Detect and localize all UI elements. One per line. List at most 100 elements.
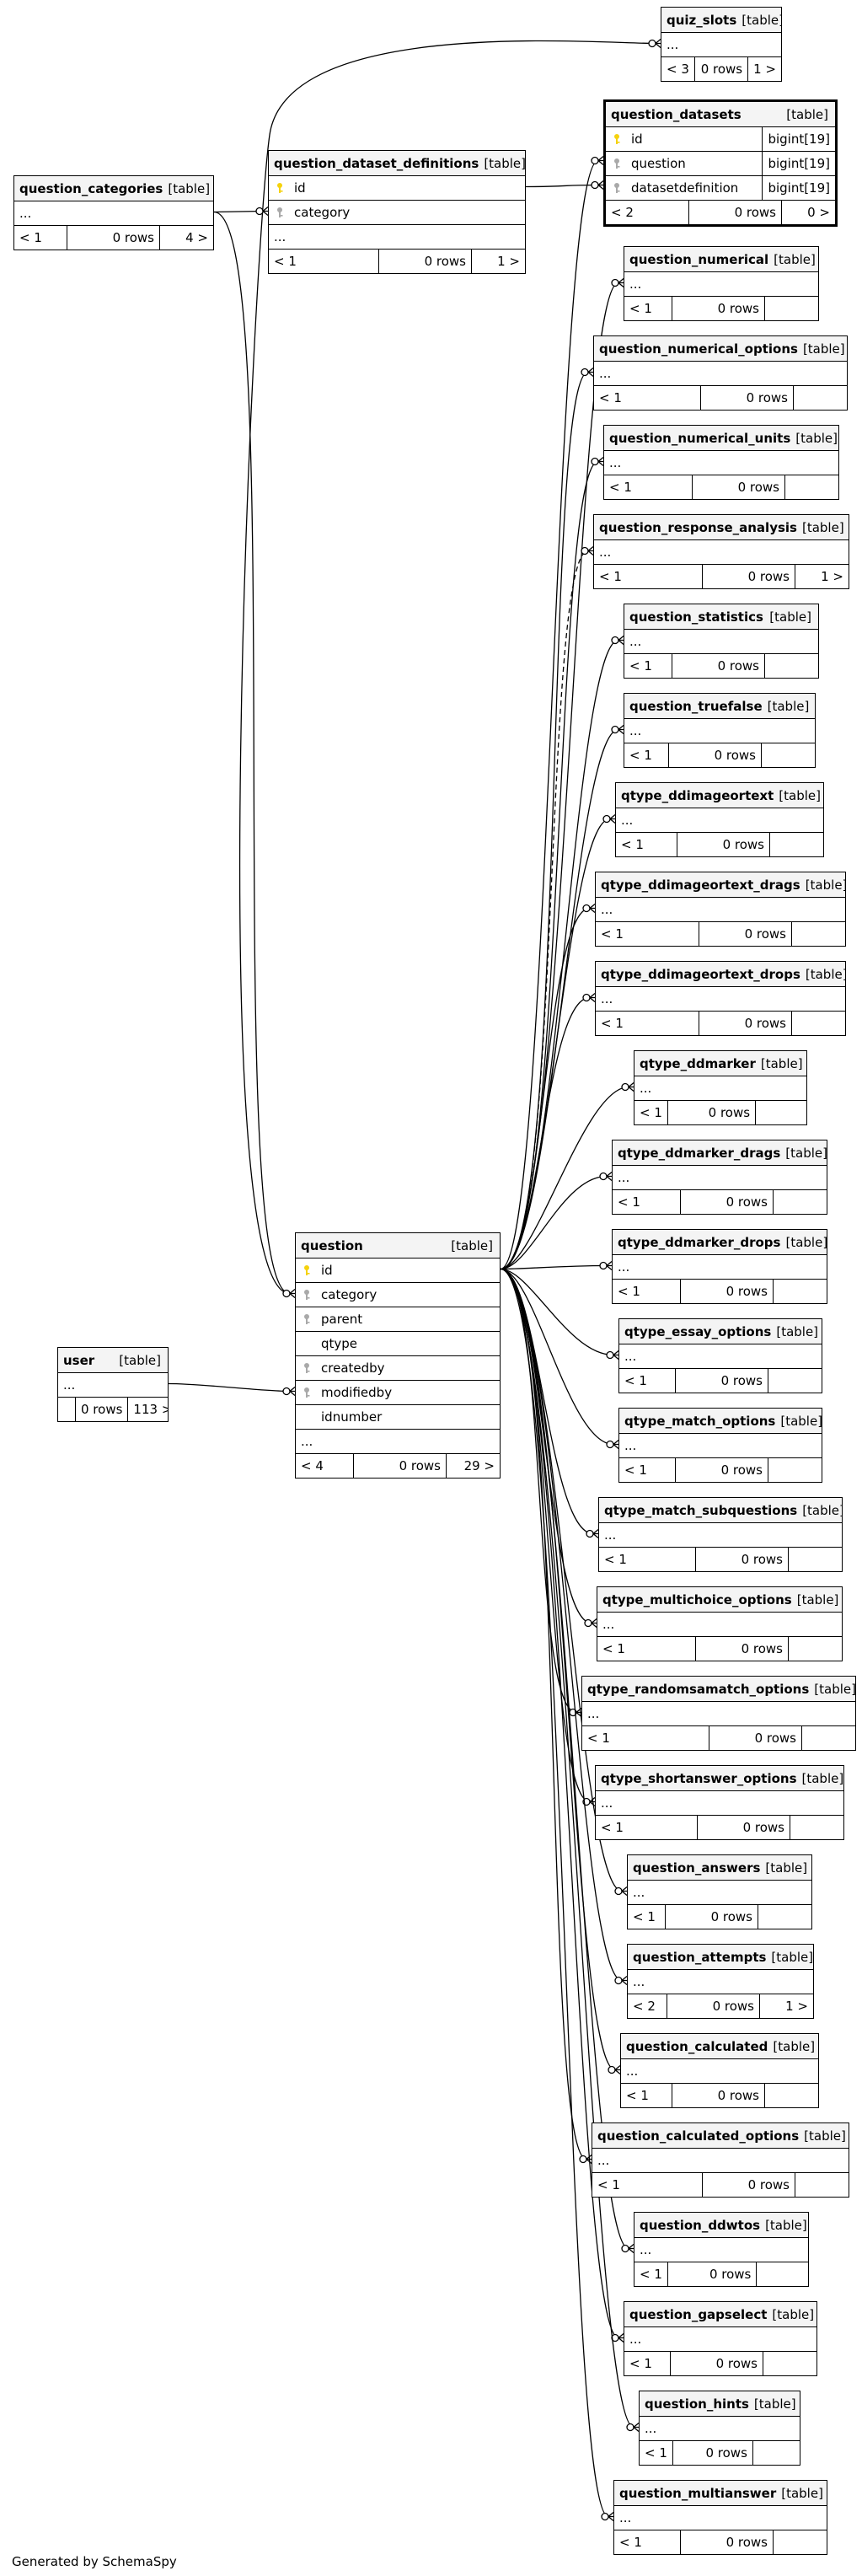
column-row[interactable]: parent [296,1307,500,1331]
table-name[interactable]: qtype_ddimageortext_drags [601,877,800,893]
relation-question-to-qtype-match-options[interactable] [500,1268,619,1449]
table-name[interactable]: qtype_ddimageortext [621,787,774,803]
table-name[interactable]: question_calculated_options [597,2128,800,2144]
table-name[interactable]: question_calculated [626,2038,768,2054]
table-name[interactable]: question_numerical [629,251,769,267]
table-name[interactable]: question_truefalse [629,698,763,714]
relation-question-dataset-definitions-to-question-datasets[interactable] [525,180,604,190]
column-row[interactable]: modifiedby [296,1380,500,1404]
table-qtype-randomsamatch-options[interactable]: qtype_randomsamatch_options[table]...< 1… [581,1676,856,1751]
column-row[interactable]: createdby [296,1355,500,1380]
table-question-calculated-options[interactable]: question_calculated_options[table]...< 1… [592,2123,849,2198]
relation-question-to-question-hints[interactable] [500,1268,640,2432]
table-name[interactable]: question_numerical_options [599,341,798,357]
table-name[interactable]: user [63,1352,95,1368]
relation-question-to-question-calculated[interactable] [500,1268,621,2074]
relation-question-to-quiz-slots[interactable] [238,39,661,1295]
table-name[interactable]: question_numerical_units [609,430,791,446]
table-name[interactable]: question_hints [645,2396,749,2412]
table-name[interactable]: question_answers [633,1860,761,1876]
table-name[interactable]: question_statistics [629,609,763,625]
column-row[interactable]: id [296,1258,500,1282]
table-type-label: [table] [795,430,838,446]
relation-question-to-question-datasets[interactable] [500,156,604,1270]
column-row[interactable]: id [269,175,525,200]
relation-user-to-question[interactable] [168,1382,296,1396]
table-name[interactable]: qtype_match_subquestions [604,1502,798,1518]
column-row[interactable]: category [269,200,525,224]
column-row[interactable]: idnumber [296,1404,500,1429]
table-name[interactable]: question [301,1237,363,1253]
table-name[interactable]: question_attempts [633,1949,767,1965]
table-name[interactable]: qtype_essay_options [624,1323,772,1339]
table-name[interactable]: qtype_match_options [624,1413,776,1429]
relation-question-to-qtype-ddmarker[interactable] [500,1082,634,1270]
table-name[interactable]: qtype_ddmarker_drops [618,1234,781,1250]
relation-question-to-qtype-ddimageortext-drags[interactable] [500,904,596,1270]
table-name[interactable]: question_multianswer [619,2485,777,2501]
row-count: 0 rows [667,1994,759,2018]
relation-question-categories-to-question[interactable] [213,211,296,1298]
relation-question-to-question-response-analysis[interactable] [500,546,594,1270]
relation-question-to-question-multianswer[interactable] [500,1268,614,2521]
column-row[interactable]: category [296,1282,500,1307]
table-name[interactable]: qtype_multichoice_options [602,1591,792,1607]
table-name[interactable]: question_response_analysis [599,519,797,535]
relation-question-to-qtype-ddmarker-drags[interactable] [500,1172,613,1270]
relation-question-to-qtype-essay-options[interactable] [500,1268,619,1360]
foreign-key-icon [614,183,620,193]
table-name[interactable]: question_ddwtos [640,2217,761,2233]
table-name[interactable]: question_datasets [611,106,742,122]
table-name[interactable]: qtype_ddimageortext_drops [601,966,800,982]
column-row[interactable]: qtype [296,1331,500,1355]
more-columns-ellipsis: ... [640,2416,800,2440]
relation-question-to-question-calculated-options[interactable] [500,1268,592,2164]
table-name[interactable]: qtype_ddmarker_drags [618,1145,781,1161]
table-name[interactable]: quiz_slots [667,12,737,28]
relation-question-to-qtype-ddimageortext-drops[interactable] [500,993,596,1270]
table-name[interactable]: question_gapselect [629,2306,768,2322]
table-name[interactable]: question_dataset_definitions [274,155,479,171]
table-name[interactable]: qtype_randomsamatch_options [587,1681,810,1697]
relation-question-to-question-ddwtos[interactable] [500,1268,634,2253]
relation-question-to-qtype-ddmarker-drops[interactable] [500,1261,613,1270]
table-name[interactable]: qtype_ddmarker [640,1055,756,1071]
table-name[interactable]: question_categories [19,180,163,196]
table-name[interactable]: qtype_shortanswer_options [601,1770,797,1786]
relation-question-categories-to-question-dataset-definitions[interactable] [213,207,269,216]
